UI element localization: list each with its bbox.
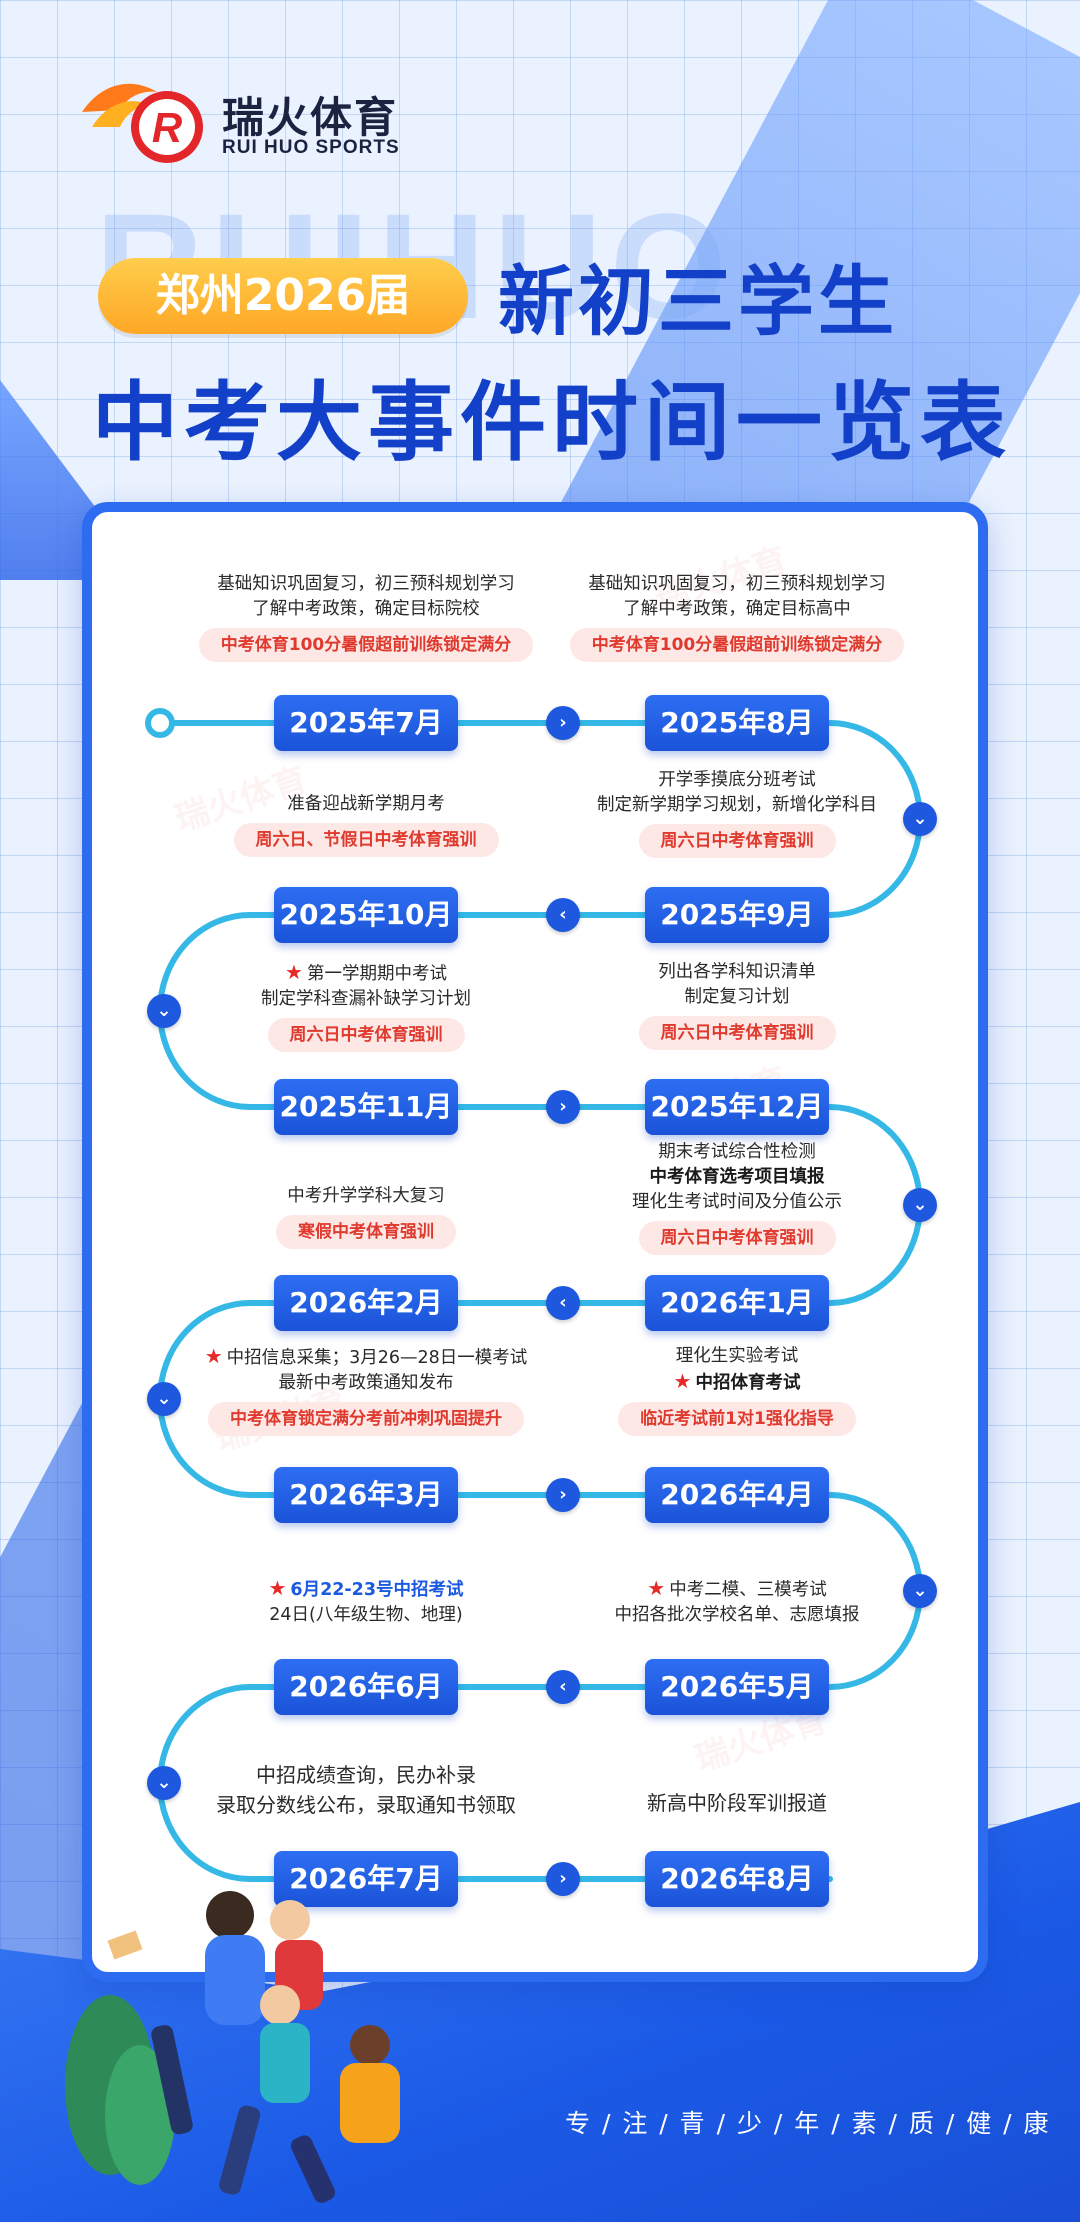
training-tag: 周六日中考体育强训 [638, 1016, 836, 1050]
event-line: 24日(八年级生物、地理) [269, 1605, 463, 1625]
month-pill: 2025年7月 [274, 695, 458, 751]
event-block: 基础知识巩固复习，初三预科规划学习 了解中考政策，确定目标院校 中考体育100分… [186, 572, 546, 662]
timeline-panel: 瑞火体育 瑞火体育 瑞火体育 瑞火体育 瑞火体育 [82, 502, 988, 1982]
month-pill: 2026年8月 [645, 1851, 829, 1907]
chevron-down-icon: ⌄ [903, 1574, 937, 1608]
month-pill: 2025年9月 [645, 887, 829, 943]
training-tag: 中考体育100分暑假超前训练锁定满分 [198, 628, 534, 662]
timeline-start-dot [145, 708, 175, 738]
star-icon: ★ [204, 1344, 223, 1368]
event-line: 基础知识巩固复习，初三预科规划学习 [588, 574, 886, 594]
chevron-down-icon: ⌄ [147, 1766, 181, 1800]
event-block: ★中考二模、三模考试 中招各批次学校名单、志愿填报 [557, 1576, 917, 1628]
event-block: ★中招信息采集；3月26—28日一模考试 最新中考政策通知发布 中考体育锁定满分… [186, 1344, 546, 1436]
chevron-down-icon: ⌄ [147, 1382, 181, 1416]
flame-r-logo-icon: R [82, 83, 203, 163]
event-block: 开学季摸底分班考试 制定新学期学习规划，新增化学科目 周六日中考体育强训 [557, 768, 917, 858]
chevron-left-icon: ‹ [546, 1286, 580, 1320]
chevron-left-icon: ‹ [546, 1670, 580, 1704]
month-pill: 2026年1月 [645, 1275, 829, 1331]
event-block: 基础知识巩固复习，初三预科规划学习 了解中考政策，确定目标高中 中考体育100分… [557, 572, 917, 662]
training-tag: 寒假中考体育强训 [276, 1215, 456, 1249]
star-icon: ★ [673, 1369, 692, 1393]
training-tag: 临近考试前1对1强化指导 [618, 1402, 856, 1436]
training-tag: 周六日中考体育强训 [267, 1018, 465, 1052]
training-tag: 中考体育100分暑假超前训练锁定满分 [569, 628, 905, 662]
event-line: 录取分数线公布，录取通知书领取 [216, 1793, 516, 1817]
event-block: 期末考试综合性检测 中考体育选考项目填报 理化生考试时间及分值公示 周六日中考体… [557, 1140, 917, 1255]
event-block: 中招成绩查询，民办补录 录取分数线公布，录取通知书领取 [186, 1760, 546, 1820]
event-block: 列出各学科知识清单 制定复习计划 周六日中考体育强训 [557, 960, 917, 1050]
chevron-right-icon: › [546, 1862, 580, 1896]
month-pill: 2026年5月 [645, 1659, 829, 1715]
event-line: 中招各批次学校名单、志愿填报 [614, 1605, 860, 1625]
event-line: 列出各学科知识清单 [658, 962, 816, 982]
month-pill: 2026年2月 [274, 1275, 458, 1331]
event-line: 基础知识巩固复习，初三预科规划学习 [217, 574, 515, 594]
event-line: 了解中考政策，确定目标高中 [623, 599, 851, 619]
event-block: 中考升学学科大复习 寒假中考体育强训 [186, 1184, 546, 1249]
brand-name-cn: 瑞火体育 [222, 93, 399, 142]
chevron-down-icon: ⌄ [903, 802, 937, 836]
page-title-line1: 新初三学生 [498, 257, 898, 346]
event-line: 中考升学学科大复习 [287, 1186, 445, 1206]
event-line: 中考体育选考项目填报 [649, 1167, 825, 1187]
running-students-illustration [65, 1891, 400, 2203]
event-line: 中招信息采集；3月26—28日一模考试 [226, 1348, 528, 1368]
event-block: 新高中阶段军训报道 [557, 1788, 917, 1818]
event-line: 准备迎战新学期月考 [287, 794, 445, 814]
event-line: 期末考试综合性检测 [658, 1142, 816, 1162]
month-pill: 2026年6月 [274, 1659, 458, 1715]
chevron-down-icon: ⌄ [147, 994, 181, 1028]
event-block: 理化生实验考试 ★中招体育考试 临近考试前1对1强化指导 [557, 1344, 917, 1436]
training-tag: 周六日中考体育强训 [638, 1221, 836, 1255]
month-pill: 2025年11月 [274, 1079, 458, 1135]
event-line: 制定复习计划 [684, 987, 790, 1007]
event-line: 开学季摸底分班考试 [658, 770, 816, 790]
event-line: 新高中阶段军训报道 [647, 1791, 827, 1815]
event-line: 6月22-23号中招考试 [290, 1580, 464, 1600]
training-tag: 周六日、节假日中考体育强训 [233, 823, 499, 857]
month-pill: 2025年8月 [645, 695, 829, 751]
city-year-badge: 郑州2026届 [98, 258, 468, 334]
chevron-left-icon: ‹ [546, 898, 580, 932]
month-pill: 2025年12月 [645, 1079, 829, 1135]
month-pill: 2026年4月 [645, 1467, 829, 1523]
star-icon: ★ [285, 960, 303, 984]
star-icon: ★ [647, 1576, 666, 1600]
event-line: 制定新学期学习规划，新增化学科目 [597, 795, 877, 815]
month-pill: 2026年7月 [274, 1851, 458, 1907]
brand-logo: R 瑞火体育 RUI HUO SPORTS [72, 62, 432, 172]
brand-name-en: RUI HUO SPORTS [222, 137, 400, 158]
event-block: ★6月22-23号中招考试 24日(八年级生物、地理) [186, 1576, 546, 1628]
month-pill: 2026年3月 [274, 1467, 458, 1523]
event-line: 第一学期期中考试 [306, 964, 447, 984]
chevron-right-icon: › [546, 706, 580, 740]
star-icon: ★ [268, 1576, 287, 1600]
event-block: 准备迎战新学期月考 周六日、节假日中考体育强训 [186, 792, 546, 857]
event-line: 制定学科查漏补缺学习计划 [261, 989, 471, 1009]
event-line: 最新中考政策通知发布 [278, 1373, 454, 1393]
svg-text:R: R [152, 104, 183, 151]
event-line: 中招成绩查询，民办补录 [256, 1763, 476, 1787]
page-title-line2: 中考大事件时间一览表 [92, 373, 1012, 473]
event-line: 中招体育考试 [695, 1373, 801, 1393]
footer-slogan: 专 / 注 / 青 / 少 / 年 / 素 / 质 / 健 / 康 [565, 2109, 1051, 2138]
chevron-right-icon: › [546, 1090, 580, 1124]
chevron-down-icon: ⌄ [903, 1188, 937, 1222]
event-block: ★第一学期期中考试 制定学科查漏补缺学习计划 周六日中考体育强训 [186, 960, 546, 1052]
event-line: 理化生实验考试 [675, 1346, 799, 1366]
event-line: 了解中考政策，确定目标院校 [252, 599, 480, 619]
training-tag: 中考体育锁定满分考前冲刺巩固提升 [208, 1402, 524, 1436]
event-line: 理化生考试时间及分值公示 [632, 1192, 842, 1212]
event-line: 中考二模、三模考试 [669, 1580, 827, 1600]
month-pill: 2025年10月 [274, 887, 458, 943]
training-tag: 周六日中考体育强训 [638, 824, 836, 858]
chevron-right-icon: › [546, 1478, 580, 1512]
